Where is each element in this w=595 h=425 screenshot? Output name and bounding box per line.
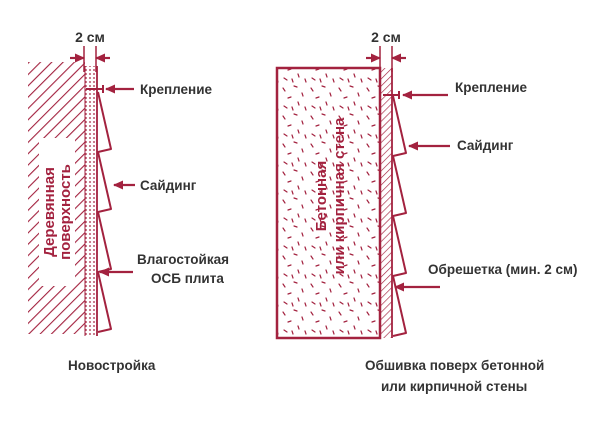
- right-siding-label: Сайдинг: [457, 138, 514, 153]
- right-siding-profile: [392, 95, 407, 337]
- right-dimension-label: 2 см: [371, 29, 401, 45]
- right-fastener-icon: [383, 91, 400, 99]
- osb-label-line2: ОСБ плита: [151, 271, 224, 286]
- right-caption-line2: или кирпичной стены: [381, 379, 527, 394]
- right-caption-line1: Обшивка поверх бетонной: [365, 358, 544, 373]
- left-panel: 2 см Деревянная поверхность Крепление Са…: [28, 29, 229, 373]
- right-panel: 2 см Бетонная или кирпичная стена Крепле…: [275, 29, 578, 394]
- wooden-wall-label-line1: Деревянная: [41, 167, 58, 257]
- wooden-wall-label: Деревянная поверхность: [41, 164, 74, 260]
- lathing-label: Обрешетка (мин. 2 см): [428, 262, 578, 277]
- concrete-wall-label-line2: или кирпичная стена: [331, 117, 348, 274]
- wooden-wall-label-backing: [39, 138, 75, 286]
- right-fastener-label: Крепление: [455, 80, 528, 95]
- concrete-wall-label-line1: Бетонная: [313, 161, 330, 231]
- left-siding-profile: [97, 91, 112, 333]
- concrete-wall: [275, 66, 382, 340]
- left-caption: Новостройка: [68, 358, 156, 373]
- lathing-strip: [381, 68, 392, 338]
- left-siding-label: Сайдинг: [140, 178, 197, 193]
- wooden-wall-label-line2: поверхность: [57, 164, 74, 260]
- concrete-wall-label: Бетонная или кирпичная стена: [313, 117, 348, 274]
- osb-label-line1: Влагостойкая: [137, 252, 229, 267]
- left-dimension-label: 2 см: [75, 29, 105, 45]
- osb-board: [85, 66, 96, 336]
- left-fastener-icon: [86, 85, 104, 93]
- left-fastener-label: Крепление: [140, 82, 213, 97]
